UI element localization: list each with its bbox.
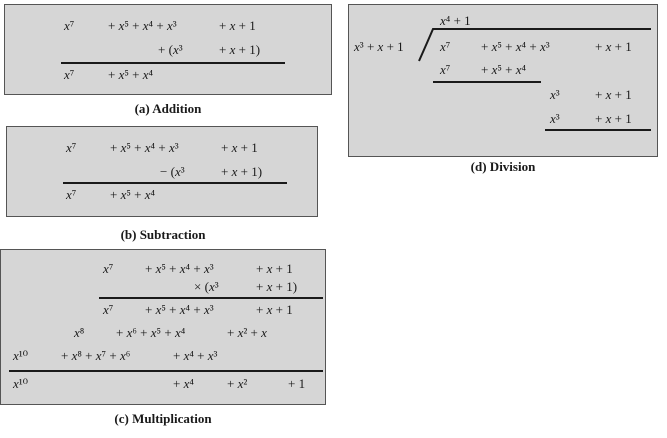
- addition-panel: x⁷ + x⁵ + x⁴ + x³ + x + 1 + (x³ + x + 1)…: [4, 4, 332, 95]
- mult-result-lead: x¹⁰: [13, 376, 28, 391]
- mult-partial2-mid: + x⁶ + x⁵ + x⁴: [116, 325, 186, 340]
- mult-partial2-lead: x⁸: [74, 325, 85, 340]
- mult-row2-mid: × (x³: [194, 279, 219, 294]
- mult-partial1-tail: + x + 1: [256, 302, 293, 317]
- mult-result-x4: + x⁴: [173, 376, 194, 391]
- mult-partial3-mid: + x⁸ + x⁷ + x⁶: [61, 348, 131, 363]
- mult-partial2-tail: + x² + x: [227, 325, 267, 340]
- subtraction-caption: (b) Subtraction: [120, 227, 206, 242]
- addition-row1-tail: + x + 1: [219, 18, 256, 33]
- division-step1-mid: + x⁵ + x⁴: [481, 62, 527, 77]
- addition-row1-mid: + x⁵ + x⁴ + x³: [108, 18, 177, 33]
- mult-product-rule: [99, 297, 323, 299]
- subtraction-difference-rule: [63, 182, 287, 184]
- division-remainder1-lead: x³: [550, 87, 560, 102]
- addition-row2-tail: + x + 1): [219, 42, 261, 57]
- mult-sum-rule: [9, 370, 323, 372]
- subtraction-row1-lead: x⁷: [66, 140, 77, 155]
- addition-result-mid: + x⁵ + x⁴: [108, 67, 154, 82]
- addition-row1-lead: x⁷: [64, 18, 75, 33]
- mult-partial3-tail: + x⁴ + x³: [173, 348, 218, 363]
- mult-result-one: + 1: [288, 376, 306, 391]
- subtraction-row1-tail: + x + 1: [221, 140, 258, 155]
- mult-partial1-lead: x⁷: [103, 302, 114, 317]
- mult-row1-lead: x⁷: [103, 261, 114, 276]
- mult-row1-mid: + x⁵ + x⁴ + x³: [145, 261, 214, 276]
- division-step2-rule: [545, 129, 651, 131]
- subtraction-row2-mid: − (x³: [160, 164, 185, 179]
- division-caption: (d) Division: [470, 159, 536, 174]
- mult-row1-tail: + x + 1: [256, 261, 293, 276]
- division-dividend-tail: + x + 1: [595, 39, 632, 54]
- division-step2-tail: + x + 1: [595, 111, 632, 126]
- multiplication-panel: x⁷ + x⁵ + x⁴ + x³ + x + 1 × (x³ + x + 1)…: [0, 249, 326, 405]
- addition-row2-mid: + (x³: [158, 42, 183, 57]
- addition-caption: (a) Addition: [134, 101, 202, 116]
- division-dividend-lead: x⁷: [440, 39, 451, 54]
- division-step1-lead: x⁷: [440, 62, 451, 77]
- long-division-bracket-icon: [418, 28, 651, 62]
- division-step1-rule: [433, 81, 541, 83]
- subtraction-result-mid: + x⁵ + x⁴: [110, 187, 156, 202]
- division-remainder1-tail: + x + 1: [595, 87, 632, 102]
- division-step2-lead: x³: [550, 111, 560, 126]
- mult-row2-tail: + x + 1): [256, 279, 298, 294]
- mult-partial3-lead: x¹⁰: [13, 348, 28, 363]
- multiplication-caption: (c) Multiplication: [114, 411, 212, 426]
- division-divisor: x³ + x + 1: [354, 39, 404, 54]
- division-quotient: x⁴ + 1: [440, 13, 471, 28]
- subtraction-result-lead: x⁷: [66, 187, 77, 202]
- mult-partial1-mid: + x⁵ + x⁴ + x³: [145, 302, 214, 317]
- subtraction-panel: x⁷ + x⁵ + x⁴ + x³ + x + 1 − (x³ + x + 1)…: [6, 126, 318, 217]
- addition-result-lead: x⁷: [64, 67, 75, 82]
- division-dividend-mid: + x⁵ + x⁴ + x³: [481, 39, 550, 54]
- subtraction-row1-mid: + x⁵ + x⁴ + x³: [110, 140, 179, 155]
- subtraction-row2-tail: + x + 1): [221, 164, 263, 179]
- mult-result-x2: + x²: [227, 376, 248, 391]
- division-panel: x⁴ + 1 x³ + x + 1 x⁷ + x⁵ + x⁴ + x³ + x …: [348, 4, 658, 157]
- addition-sum-rule: [61, 62, 285, 64]
